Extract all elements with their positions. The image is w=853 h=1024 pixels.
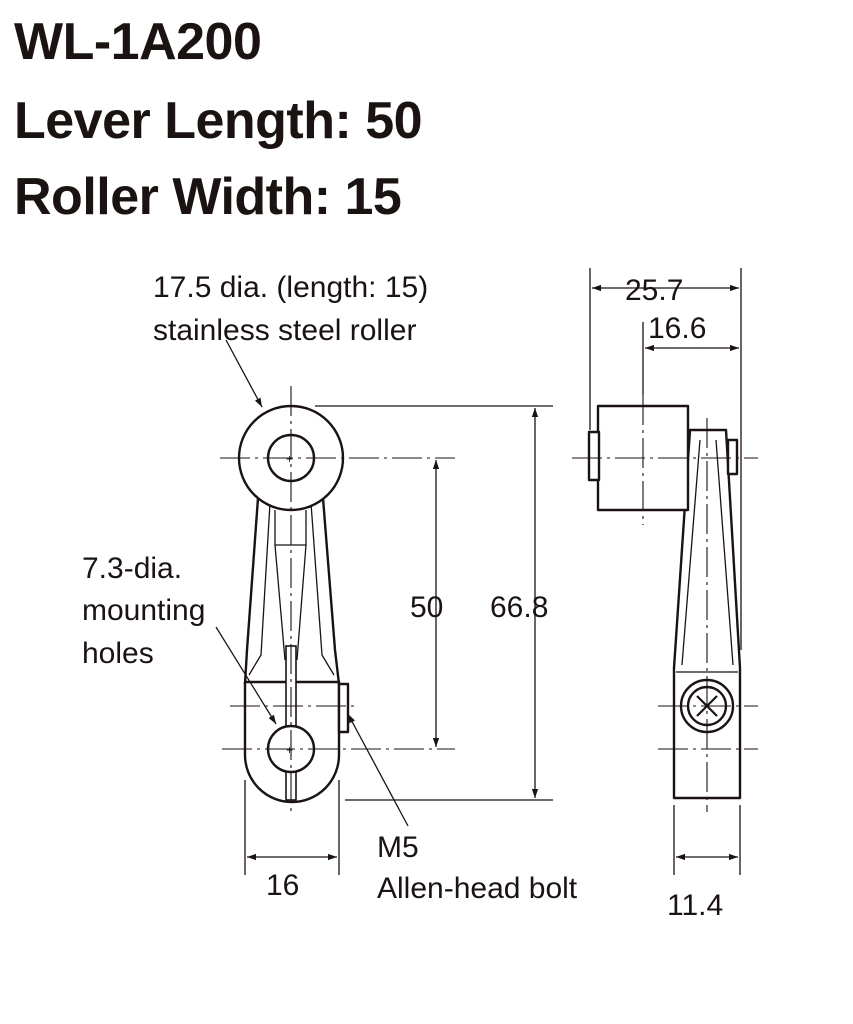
side-arm-edge-left: [681, 439, 701, 666]
roller-leader: [225, 339, 263, 408]
side-view: [572, 268, 758, 875]
model-title: WL-1A200: [14, 13, 262, 71]
arm-channel-right: [296, 544, 307, 661]
arm-rib-left: [248, 502, 271, 676]
roller-width-title: Roller Width: 15: [14, 168, 402, 226]
dim-16-label: 16: [266, 869, 299, 902]
bolt-callout-line1: M5: [377, 831, 419, 864]
front-view: + +: [215, 339, 553, 875]
dim-50-label: 50: [410, 591, 443, 624]
dim-16-6-label: 16.6: [648, 312, 706, 345]
bolt-callout-line2: Allen-head bolt: [377, 872, 578, 905]
roller-callout-line1: 17.5 dia. (length: 15): [153, 271, 428, 304]
dim-25-7-label: 25.7: [625, 274, 683, 307]
side-arm-edge-right: [715, 439, 734, 666]
holes-callout-line1: 7.3-dia.: [82, 552, 182, 585]
holes-callout-line3: holes: [82, 637, 154, 670]
holes-callout-line2: mounting: [82, 594, 205, 627]
side-axle-cap: [726, 438, 739, 476]
dim-66-8-label: 66.8: [490, 591, 548, 624]
holes-leader: [215, 626, 277, 725]
hole-center-mark: +: [286, 743, 293, 757]
side-roller-cap: [587, 430, 601, 482]
roller-callout-line2: stainless steel roller: [153, 314, 416, 347]
lever-length-title: Lever Length: 50: [14, 92, 423, 150]
roller-center-mark: +: [286, 452, 293, 466]
dim-11-4-label: 11.4: [667, 889, 723, 922]
bolt-leader: [347, 713, 409, 827]
arm-rib-right: [310, 502, 335, 676]
bolt-head: [337, 682, 350, 734]
arm-channel-left: [274, 544, 286, 661]
labels: 17.5 dia. (length: 15) stainless steel r…: [82, 271, 723, 922]
